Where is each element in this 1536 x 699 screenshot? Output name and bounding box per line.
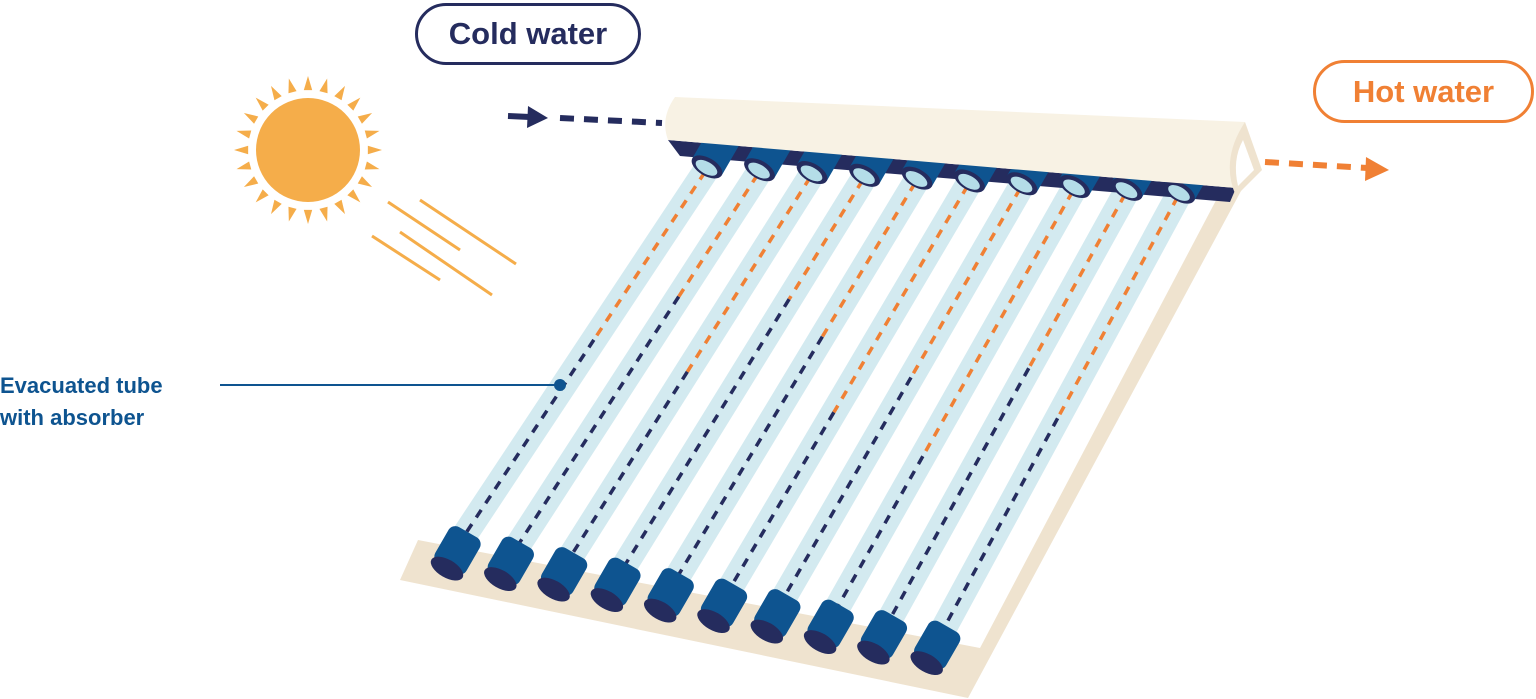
sun-ray — [367, 145, 382, 155]
light-ray — [387, 200, 461, 252]
label-line-2: with absorber — [0, 405, 145, 430]
manifold — [665, 97, 1262, 204]
absorber-cold — [776, 376, 913, 609]
sun-ray — [271, 85, 282, 101]
label-line-1: Evacuated tube — [0, 373, 163, 398]
sun-ray — [357, 113, 373, 124]
bottom-cap — [697, 578, 748, 633]
evacuated-tube — [484, 167, 769, 591]
sun-ray — [243, 176, 259, 187]
hot-water-label: Hot water — [1313, 60, 1534, 123]
bottom-cap — [484, 536, 534, 591]
sun-ray — [255, 97, 269, 111]
light-ray — [371, 234, 441, 282]
sun-ray — [236, 161, 252, 170]
cold-water-arrow — [507, 106, 663, 128]
sun-ray — [255, 189, 269, 203]
tube-leader-line — [220, 379, 566, 391]
sun-ray — [271, 199, 282, 215]
sun-ray — [364, 130, 380, 139]
sun-ray — [243, 113, 259, 124]
sun-ray — [357, 176, 373, 187]
bottom-cap — [537, 547, 588, 602]
evacuated-tube — [910, 191, 1189, 675]
absorber-hot — [1056, 196, 1180, 420]
bottom-cap — [430, 526, 481, 581]
evacuated-tube — [857, 188, 1137, 665]
bottom-cap — [750, 589, 801, 644]
sun-disc — [256, 98, 360, 202]
sun-ray — [303, 209, 313, 224]
bottom-cap — [857, 610, 908, 665]
absorber-cold — [829, 455, 925, 620]
absorber-hot — [685, 176, 812, 373]
sun-ray — [364, 161, 380, 170]
light-ray — [399, 230, 493, 297]
light-ray — [419, 198, 517, 266]
absorber-hot — [677, 173, 759, 298]
absorber-cold — [509, 295, 681, 557]
evacuated-tube-label: Evacuated tube with absorber — [0, 370, 163, 434]
sun-ray — [288, 206, 297, 222]
evacuated-tube — [590, 173, 874, 612]
bottom-cap — [643, 568, 694, 623]
evacuated-tube — [537, 170, 821, 602]
absorber-hot — [787, 179, 864, 301]
sun-icon — [234, 76, 382, 224]
absorber-cold — [936, 417, 1060, 641]
sun-ray — [334, 85, 345, 101]
sunlight-rays — [371, 198, 517, 297]
hot-water-arrow — [1264, 157, 1389, 181]
sun-ray — [347, 97, 361, 111]
bottom-cap — [590, 557, 641, 612]
sun-ray — [303, 76, 313, 91]
sun-ray — [334, 199, 345, 215]
absorber-hot — [820, 182, 917, 338]
evacuated-tube — [803, 185, 1084, 654]
cold-water-label: Cold water — [415, 3, 641, 65]
sun-ray — [319, 206, 328, 222]
evacuated-tubes — [430, 164, 1189, 675]
absorber-cold — [669, 335, 824, 588]
evacuated-tube — [643, 176, 927, 623]
sun-ray — [236, 130, 252, 139]
bottom-cap — [803, 599, 854, 654]
sun-ray — [319, 78, 328, 94]
sun-ray — [234, 145, 249, 155]
sun-ray — [347, 189, 361, 203]
absorber-cold — [616, 298, 791, 578]
evacuated-tube — [750, 182, 1032, 644]
absorber-cold — [563, 370, 689, 567]
absorber-cold — [456, 338, 596, 546]
evacuated-tube — [430, 164, 716, 581]
absorber-cold — [722, 411, 836, 599]
absorber-hot — [909, 187, 1022, 379]
frame — [400, 170, 1248, 698]
evacuated-tube — [697, 179, 979, 633]
sun-ray — [288, 78, 297, 94]
bottom-cap — [910, 620, 961, 675]
